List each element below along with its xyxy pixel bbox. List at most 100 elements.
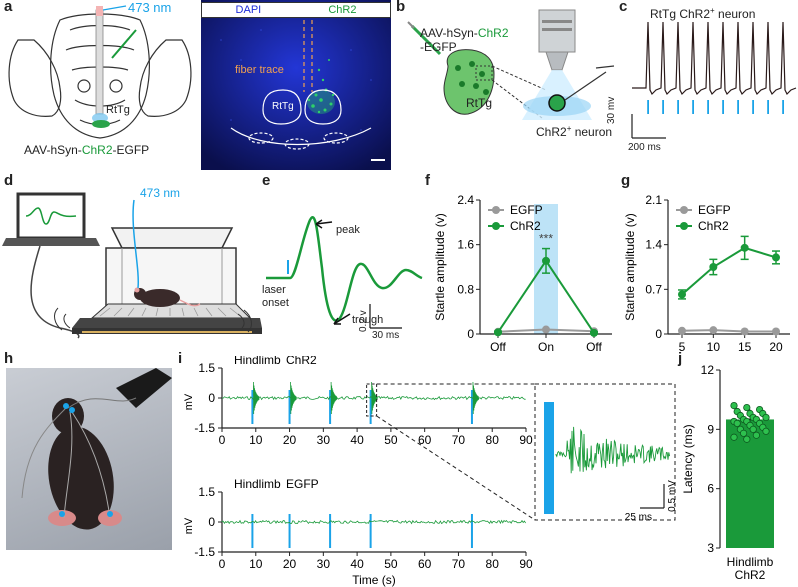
light-pulse-0 [647, 100, 649, 114]
x-tick-label: 15 [738, 340, 752, 354]
x-tick-label: Off [490, 340, 506, 354]
emg-burst [472, 381, 480, 415]
data-point-egfp [709, 326, 718, 335]
light-pulse-6 [737, 100, 739, 114]
data-point-chr2 [772, 253, 780, 262]
x-tick-label: 40 [350, 433, 364, 447]
legend-marker-chr2 [492, 222, 500, 230]
row-label-bottom: Hindlimb [234, 477, 281, 491]
injection-pipette [111, 29, 137, 59]
inset-frame [534, 383, 676, 521]
x-tick-label: 10 [249, 433, 263, 447]
panel-label-h: h [4, 350, 14, 367]
y-tick-label: 0.7 [645, 282, 662, 296]
y-tick-label: 6 [707, 482, 714, 496]
chr2-channel-label: ChR2 [328, 4, 357, 16]
significance-annotation: *** [539, 232, 553, 246]
y-tick-label: 2.1 [645, 193, 662, 207]
action-potential-trace [632, 21, 797, 96]
x-tick-label: 0 [219, 557, 226, 571]
optic-fiber [95, 9, 104, 115]
data-point-chr2 [740, 243, 749, 252]
series-line-chr2 [681, 246, 777, 296]
scale-t-c: 200 ms [628, 142, 661, 153]
x-tick-label-1: Hindlimb [727, 555, 774, 569]
x-tick-label: 90 [519, 433, 533, 447]
y-tick-label: 2.4 [457, 193, 474, 207]
data-point-chr2 [494, 328, 502, 337]
scale-v-e: 0.2 v [358, 310, 369, 332]
y-tick-label: 0 [208, 391, 215, 405]
x-tick-label-2: ChR2 [735, 568, 766, 582]
rttg-label-a: RtTg [106, 104, 130, 116]
data-point [730, 433, 738, 441]
stim-marker-bottom [329, 514, 332, 548]
x-tick-label: 50 [384, 557, 398, 571]
light-pulse-4 [707, 100, 709, 114]
rttg-label-b: RtTg [466, 96, 493, 110]
x-tick-label: Off [586, 340, 602, 354]
data-point-egfp [678, 326, 686, 335]
inset-scale-v-label: 0.5 mV [667, 480, 678, 512]
mouse-photo [6, 368, 172, 550]
x-tick-label: 20 [283, 433, 297, 447]
light-pulse-9 [782, 100, 784, 114]
fiber-trace-label: fiber trace [235, 64, 284, 76]
y-axis-label: mV [183, 393, 195, 410]
scale-v-c: 30 mv [606, 96, 617, 124]
data-point-egfp [772, 327, 780, 336]
data-point-chr2 [678, 290, 686, 299]
stim-marker-top [329, 390, 332, 424]
light-pulse-1 [662, 100, 664, 114]
data-point [730, 401, 738, 410]
inset-scale-t-label: 25 ms [625, 512, 652, 523]
peak-label: peak [336, 224, 360, 236]
data-point [739, 429, 748, 437]
y-tick-label: -1.5 [194, 545, 215, 559]
y-tick-label: 1.6 [457, 238, 474, 252]
y-tick-label: 3 [707, 541, 714, 555]
x-tick-label: 10 [707, 340, 721, 354]
x-tick-label: 70 [452, 557, 466, 571]
panel-b-recording-schematic [407, 9, 615, 120]
x-axis-label: Time (s) [352, 573, 396, 587]
wavelength-label-d: 473 nm [140, 186, 181, 200]
panel-label-g: g [621, 172, 631, 189]
x-tick-label: 80 [486, 557, 500, 571]
panel-label-b: b [396, 0, 406, 15]
y-axis-label: mV [183, 517, 195, 534]
data-point [743, 403, 751, 412]
stim-marker-bottom [369, 514, 372, 548]
panel-label-d: d [4, 172, 14, 189]
y-axis-label: Startle amplitude (v) [623, 213, 637, 320]
legend-marker-chr2 [680, 222, 688, 230]
row-group-bottom: EGFP [286, 477, 319, 491]
row-label-top: Hindlimb [234, 356, 281, 367]
legend-label-chr2: ChR2 [698, 219, 729, 233]
y-tick-label: 0 [467, 327, 474, 341]
panel-a-brain-schematic [8, 5, 192, 139]
row-group-top: ChR2 [286, 356, 317, 367]
inset-emg-trace [555, 426, 671, 474]
stim-marker-bottom [470, 514, 473, 548]
legend-marker-egfp [680, 206, 688, 214]
stim-marker-bottom [251, 514, 254, 548]
data-point [752, 431, 761, 439]
y-tick-label: 1.4 [645, 238, 662, 252]
y-tick-label: 0 [655, 327, 662, 341]
x-tick-label: 40 [350, 557, 364, 571]
data-point-egfp [542, 325, 550, 334]
emg-burst [290, 381, 297, 415]
x-tick-label: 70 [452, 433, 466, 447]
panel-c-trace [631, 21, 797, 139]
panel-label-f: f [425, 172, 430, 189]
data-point [749, 425, 757, 433]
panel-label-e: e [262, 172, 271, 189]
panel-d-setup [2, 192, 262, 339]
trough-label: trough [352, 314, 384, 326]
panel-label-c: c [619, 0, 628, 15]
stim-marker-top [470, 390, 473, 424]
